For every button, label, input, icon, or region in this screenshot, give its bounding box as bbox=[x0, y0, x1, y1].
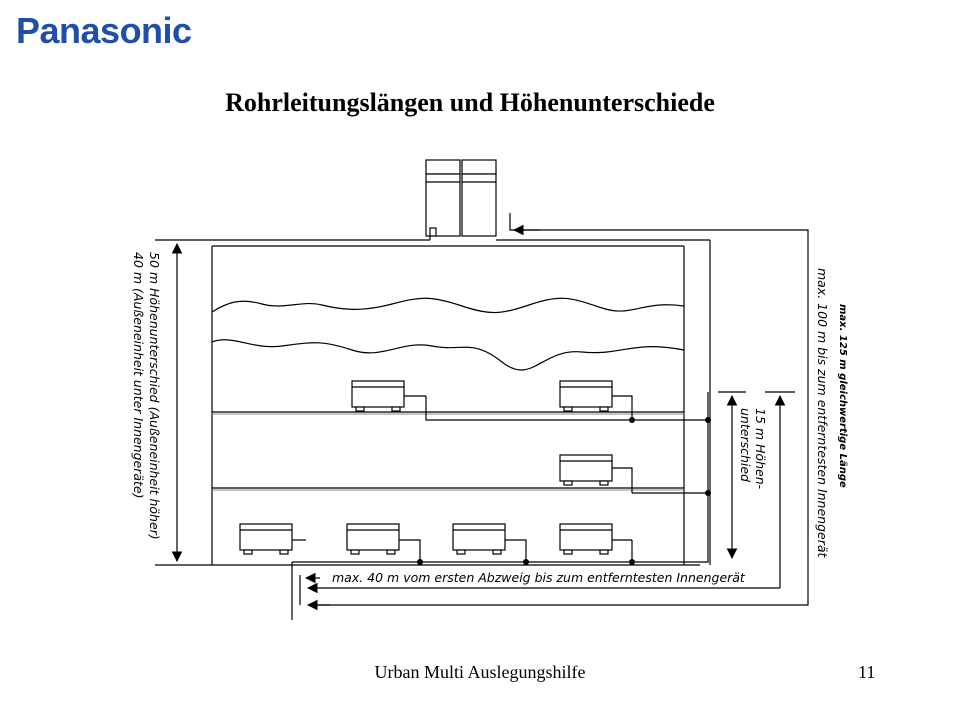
dimension-arrow bbox=[171, 224, 795, 611]
indoor-height-label: unterschied bbox=[738, 408, 753, 482]
page-number: 11 bbox=[858, 662, 876, 682]
indoor-unit-icon bbox=[346, 523, 400, 555]
height-difference-label: 40 m (Außeneinheit unter Innengeräte) bbox=[131, 252, 146, 499]
building-outline bbox=[155, 236, 711, 566]
pipe-joint bbox=[417, 417, 711, 565]
equivalent-length-label: max. 125 m gleichwertige Länge bbox=[837, 304, 848, 488]
height-difference-label: 50 m Höhenunterschied (Außeneinheit höhe… bbox=[147, 252, 162, 540]
page-title: Rohrleitungslängen und Höhenunterschiede bbox=[225, 88, 715, 117]
brand-logo: Panasonic bbox=[16, 10, 192, 51]
indoor-unit-icon bbox=[559, 380, 613, 412]
indoor-height-label: 15 m Höhen- bbox=[753, 408, 768, 490]
indoor-unit-icon bbox=[351, 380, 405, 412]
floor-break bbox=[211, 297, 685, 371]
indoor-unit-icon bbox=[559, 523, 613, 555]
footer-title: Urban Multi Auslegungshilfe bbox=[374, 662, 586, 682]
indoor-unit-icon bbox=[452, 523, 506, 555]
indoor-unit-icon bbox=[559, 454, 613, 486]
outdoor-unit-icon bbox=[425, 159, 497, 237]
max-length-label: max. 100 m bis zum entferntesten Innenge… bbox=[815, 268, 830, 559]
indoor-unit-icon bbox=[239, 523, 293, 555]
branch-length-label: max. 40 m vom ersten Abzweig bis zum ent… bbox=[332, 570, 746, 585]
refrigerant-piping bbox=[291, 213, 809, 620]
